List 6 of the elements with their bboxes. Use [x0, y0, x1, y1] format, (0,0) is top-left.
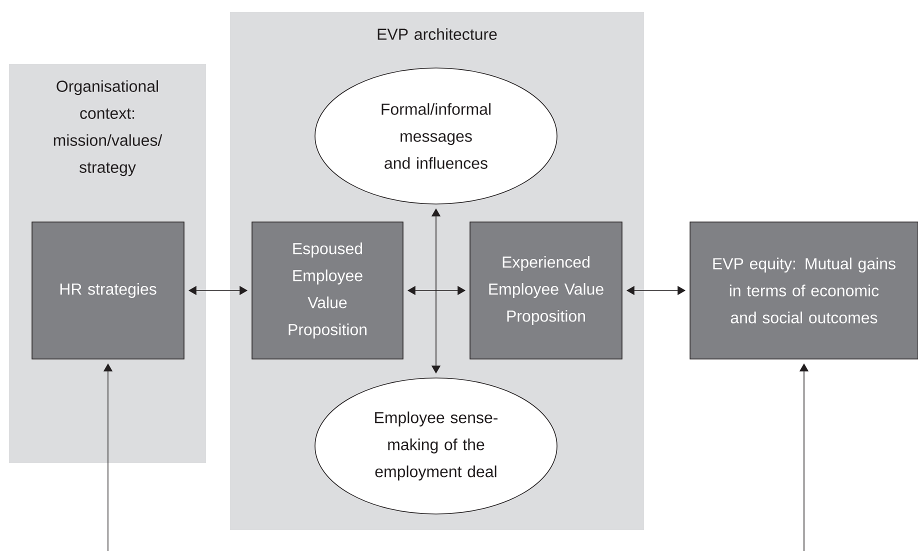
process-box: EVP equity: Mutual gains in terms of economic and social outcomes — [690, 222, 918, 360]
ellipse-node: Employee sense-making of the employment deal — [314, 378, 558, 514]
ellipse-node: Formal/informal messages and influences — [314, 68, 558, 204]
process-box: HR strategies — [32, 222, 184, 360]
process-box: Experienced Employee Value Proposition — [470, 222, 622, 360]
process-box: Espoused Employee Value Proposition — [252, 222, 404, 360]
